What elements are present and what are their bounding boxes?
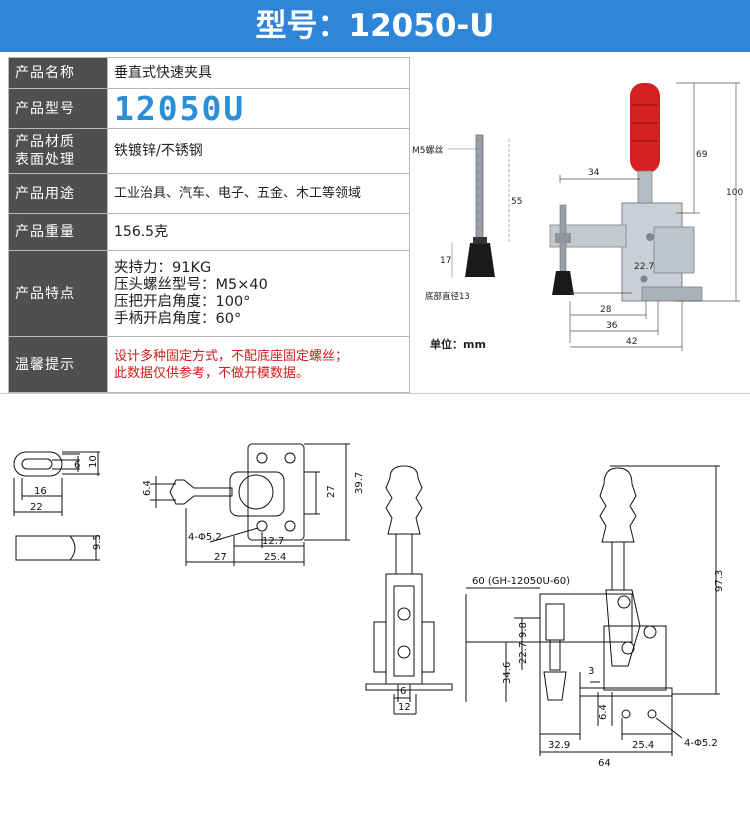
dim-photo-28: 28: [600, 305, 612, 315]
model-number: 12050U: [107, 88, 410, 129]
dim-side-9-8: 9.8: [518, 622, 529, 638]
page-title: 型号：12050-U: [0, 0, 750, 52]
hole-spec-top: 4-Φ5.2: [188, 532, 222, 543]
dim-side-22-7: 22.7: [518, 642, 529, 664]
spec-row-notice: 温馨提示 设计多种固定方式，不配底座固定螺丝； 此数据仅供参考，不做开模数据。: [8, 336, 410, 393]
dim-side-64: 64: [598, 758, 611, 769]
clamp-illustration: [549, 83, 703, 302]
dim-slot-10: 10: [88, 455, 99, 468]
dim-photo-42: 42: [626, 337, 637, 347]
dim-slot-9-5: 9.5: [92, 534, 103, 550]
dim-slot-22: 22: [30, 502, 43, 513]
dim-top-39-7: 39.7: [354, 472, 365, 494]
feature-line: 手柄开启角度：60°: [114, 310, 242, 327]
dim-top-27: 27: [326, 485, 337, 498]
dim-top-27b: 27: [214, 552, 227, 563]
spec-row-features: 产品特点 夹持力：91KG 压头螺丝型号：M5×40 压把开启角度：100° 手…: [8, 250, 410, 337]
notice-line: 设计多种固定方式，不配底座固定螺丝；: [114, 348, 349, 364]
dim-top-12-7: 12.7: [262, 536, 284, 547]
spec-label: 产品重量: [8, 213, 108, 251]
spec-row-material: 产品材质 表面处理 铁镀锌/不锈钢: [8, 128, 410, 174]
spec-label-line: 产品材质: [15, 134, 75, 150]
dim-top-6-4: 6.4: [142, 480, 153, 496]
feature-line: 压头螺丝型号：M5×40: [114, 276, 268, 293]
dim-side-34-6: 34.6: [502, 662, 513, 684]
notice-line: 此数据仅供参考，不做开模数据。: [114, 365, 310, 381]
dim-photo-34: 34: [588, 168, 600, 178]
spec-label: 产品用途: [8, 173, 108, 214]
spec-label: 产品型号: [8, 88, 108, 129]
spec-label-line: 表面处理: [15, 152, 75, 168]
dim-slot-6: 6: [74, 460, 80, 471]
dim-side-25-4: 25.4: [632, 740, 654, 751]
dim-photo-69: 69: [696, 150, 708, 160]
spec-label: 产品名称: [8, 57, 108, 89]
product-photo: M5螺丝 55 17 底部直径13 单位：mm 34 69 100 22.7 2…: [412, 82, 743, 351]
dim-top-25-4: 25.4: [264, 552, 286, 563]
technical-drawing: 6 10 16 22 9.5 6.4 27 39.7 4-Φ5.2 12.7 2…: [13, 443, 725, 769]
dim-side-32-9: 32.9: [548, 740, 570, 751]
spec-row-model: 产品型号 12050U: [8, 88, 410, 129]
spec-label: 产品特点: [8, 250, 108, 337]
notice-text: 设计多种固定方式，不配底座固定螺丝； 此数据仅供参考，不做开模数据。: [107, 336, 410, 393]
dim-photo-100: 100: [726, 188, 743, 198]
screw-label: M5螺丝: [412, 144, 444, 156]
spec-value: 工业治具、汽车、电子、五金、木工等领域: [107, 173, 410, 214]
dim-side-3: 3: [588, 666, 594, 677]
dim-front-12: 12: [398, 702, 411, 713]
section-divider: [0, 393, 750, 394]
spec-label: 产品材质 表面处理: [8, 128, 108, 174]
spec-row-name: 产品名称 垂直式快速夹具: [8, 57, 410, 89]
dim-screw-length: 55: [511, 197, 522, 207]
dim-side-97-3: 97.3: [714, 570, 725, 592]
spec-value: 铁镀锌/不锈钢: [107, 128, 410, 174]
dim-tip-height: 17: [440, 256, 451, 266]
feature-line: 压把开启角度：100°: [114, 293, 251, 310]
dim-front-6: 6: [400, 686, 406, 697]
spec-value: 垂直式快速夹具: [107, 57, 410, 89]
arm-length-label: 60 (GH-12050U-60): [472, 576, 570, 587]
dim-photo-36: 36: [606, 321, 618, 331]
dim-photo-22-7: 22.7: [634, 262, 654, 272]
base-diameter-label: 底部直径13: [425, 291, 470, 302]
hole-spec-side: 4-Φ5.2: [684, 738, 718, 749]
unit-label: 单位：mm: [430, 337, 486, 351]
spec-value: 夹持力：91KG 压头螺丝型号：M5×40 压把开启角度：100° 手柄开启角度…: [107, 250, 410, 337]
spec-value: 156.5克: [107, 213, 410, 251]
spec-row-weight: 产品重量 156.5克: [8, 213, 410, 251]
spec-label: 温馨提示: [8, 336, 108, 393]
dim-slot-16: 16: [34, 486, 47, 497]
screw-illustration: [465, 134, 495, 277]
dim-side-6-4: 6.4: [598, 704, 609, 720]
spec-table: 产品名称 垂直式快速夹具 产品型号 12050U 产品材质 表面处理 铁镀锌/不…: [8, 57, 410, 393]
feature-line: 夹持力：91KG: [114, 259, 212, 276]
spec-row-usage: 产品用途 工业治具、汽车、电子、五金、木工等领域: [8, 173, 410, 214]
